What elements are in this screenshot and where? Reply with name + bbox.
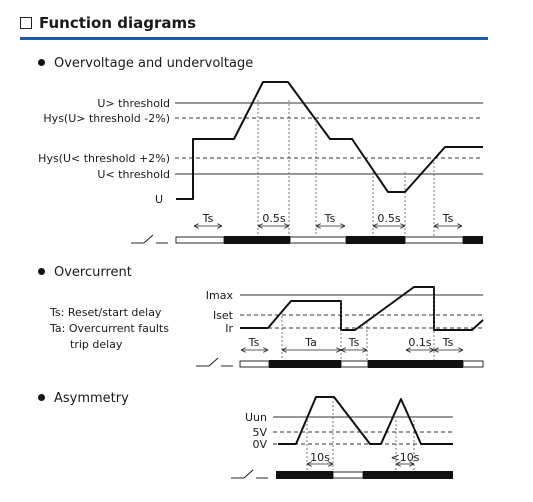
timing-label: Ta [304,336,317,349]
relay-switch-icon [131,234,168,244]
timing-label: Ts [324,212,336,225]
overcurrent-legend: Ts: Reset/start delay Ta: Overcurrent fa… [50,305,169,353]
bullet-icon [38,59,45,66]
label-uun: Uun [245,411,267,424]
section-heading-text: Asymmetry [54,391,129,406]
label-imax: Imax [206,289,234,302]
checkbox-icon [20,17,32,29]
overvoltage-diagram: U> threshold Hys(U> threshold -2%) Hys(U… [38,81,483,244]
section-heading-overvoltage: Overvoltage and undervoltage [38,56,253,71]
label-u-under: U< threshold [97,168,170,181]
current-signal [240,286,484,331]
timing-label: 0.5s [262,212,285,225]
relay-state-bar [239,360,484,368]
timing-label: Ts [248,336,260,349]
overcurrent-diagram: Imax Iset Ir Ts Ta Ts 0.1s Ts [196,286,484,368]
timing-label: Ts [442,336,454,349]
timing-label: Ts [202,212,214,225]
legend-line: Ts: Reset/start delay [50,306,162,319]
section-heading-overcurrent: Overcurrent [38,265,132,280]
label-u: U [155,193,163,206]
legend-line: trip delay [70,338,123,351]
label-u-over: U> threshold [97,97,170,110]
relay-switch-icon [196,357,233,367]
bullet-icon [38,394,45,401]
section-heading-asymmetry: Asymmetry [38,391,129,406]
page-title-text: Function diagrams [39,14,197,32]
asymmetry-diagram: Uun 5V 0V 10s <10s [231,396,453,479]
label-0v: 0V [252,438,267,451]
timing-label: 0.5s [377,212,400,225]
legend-line: Ta: Overcurrent faults [50,322,169,335]
timing-label: 10s [310,451,330,464]
asymmetry-signal [278,396,453,445]
relay-state-bar [175,236,483,244]
timing-label: 0.1s [408,336,431,349]
label-iset: Iset [213,309,234,322]
relay-switch-icon [231,469,268,479]
timing-label: <10s [391,451,420,464]
relay-state-bar [276,471,453,479]
label-hys-under: Hys(U< threshold +2%) [38,152,170,165]
label-hys-over: Hys(U> threshold -2%) [43,112,170,125]
timing-label: Ts [348,336,360,349]
section-heading-text: Overcurrent [54,265,132,280]
voltage-signal [176,81,483,200]
section-heading-text: Overvoltage and undervoltage [54,56,254,71]
bullet-icon [38,268,45,275]
title-rule [20,37,488,40]
label-ir: Ir [225,322,233,335]
label-5v: 5V [252,426,267,439]
timing-label: Ts [442,212,454,225]
page-title: Function diagrams [20,14,196,32]
